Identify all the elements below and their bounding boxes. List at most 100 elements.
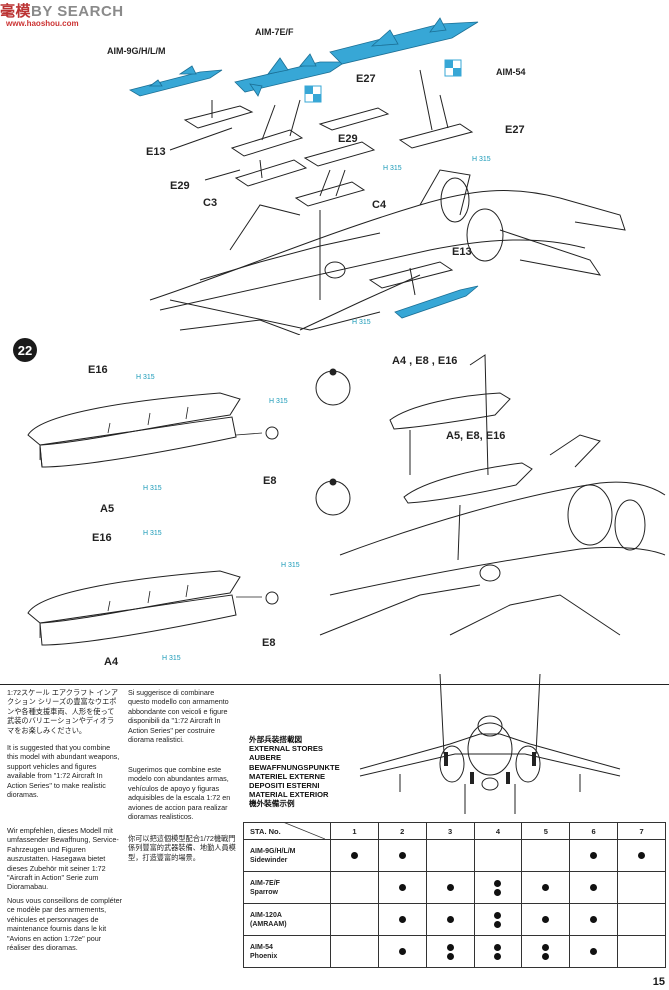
fuselage-lower-line [159, 239, 586, 311]
station-cell [330, 871, 379, 904]
loadout-dot [542, 943, 550, 951]
loadout-dot [590, 884, 598, 891]
loadout-dot [638, 852, 646, 859]
note-english: It is suggested that you combine this mo… [7, 743, 120, 800]
station-cell [473, 935, 523, 968]
missile-sparrow [234, 61, 347, 93]
engine-nozzle-1 [440, 177, 470, 223]
station-cell [569, 935, 619, 968]
stores-title-en: EXTERNAL STORES [249, 744, 323, 754]
page-number: 15 [652, 976, 665, 988]
wings-front [359, 733, 621, 770]
station-cell [425, 935, 475, 968]
part-e29-left: E29 [170, 180, 190, 192]
part-group-a5: A5, E8, E16 [446, 430, 506, 442]
station-cell [425, 903, 475, 936]
missile-phoenix [329, 21, 479, 65]
station-cell [330, 839, 379, 872]
loadout-dot [398, 884, 406, 891]
station-cell [377, 871, 427, 904]
paint-code-3: H 315 [352, 319, 371, 326]
tank-a4-installed [389, 392, 511, 430]
loadout-dot [494, 888, 502, 896]
loadout-dot [590, 852, 598, 859]
part-a4: A4 [104, 656, 119, 668]
drop-tank-assembly-diagram [27, 392, 279, 646]
tank-upper-half-e16 [27, 392, 241, 446]
part-e13-right: E13 [452, 246, 472, 258]
loadout-dot [494, 920, 502, 928]
station-cell [569, 839, 619, 872]
loadout-dot [590, 916, 598, 923]
stores-title-es: MATERIAL EXTERIOR [249, 790, 329, 800]
station-6-header: 6 [569, 822, 619, 840]
fuselage-outline [149, 190, 561, 301]
step-number-badge: 22 [13, 338, 37, 362]
station-2-header: 2 [377, 822, 427, 840]
pylon-e27-right [398, 123, 474, 149]
station-5-header: 5 [521, 822, 571, 840]
loadout-dot [446, 943, 454, 951]
station-cell [330, 935, 379, 968]
external-stores-titles: 外部兵装搭載図 EXTERNAL STORES AUBERE BEWAFFNUN… [249, 735, 340, 809]
wing-root-line [169, 299, 381, 331]
stores-title-it: DEPOSITI ESTERNI [249, 781, 320, 791]
station-cell [521, 839, 571, 872]
paint-code-6: H 315 [143, 485, 162, 492]
station-cell [617, 839, 666, 872]
note-italian: Si suggerisce di combinare questo modell… [128, 688, 229, 745]
wheel-right [479, 564, 501, 582]
part-c4: C4 [372, 199, 387, 211]
stores-title-de: BEWAFFNUNGSPUNKTE [249, 762, 340, 772]
loadout-dot [494, 879, 502, 887]
note-german: Wir empfehlen, dieses Modell mit umfasse… [7, 826, 119, 892]
pylon-e29-left [230, 129, 304, 157]
tank-cap-e8-2 [265, 591, 279, 605]
section-divider [0, 684, 669, 685]
label-aim9: AIM-9G/H/L/M [107, 46, 166, 56]
intake-right [515, 745, 541, 783]
stores-title-fr: MATERIEL EXTERNE [249, 771, 326, 781]
row-weapon-subname: Phoenix [250, 952, 278, 960]
station-cell [425, 839, 475, 872]
pylon-c4 [294, 181, 366, 207]
row-weapon-name: AIM-120A [250, 911, 282, 919]
paint-code-1: H 315 [383, 165, 402, 172]
part-e8-upper: E8 [263, 475, 277, 487]
note-japanese: 1:72スケール エアクラフト インアクション シリーズの豊富なウエポンや各種支… [7, 688, 119, 735]
part-c3: C3 [203, 197, 218, 209]
engine-nozzle-2 [466, 208, 504, 262]
station-cell [473, 839, 523, 872]
loadout-dot [494, 911, 502, 919]
part-e13-left: E13 [146, 146, 166, 158]
station-cell [377, 839, 427, 872]
station-cell [377, 935, 427, 968]
loadout-dot [494, 952, 502, 960]
station-1-header: 1 [330, 822, 379, 840]
aircraft-front-view [359, 673, 621, 814]
station-3-header: 3 [425, 822, 475, 840]
loadout-dot [446, 952, 454, 960]
loadout-dot [446, 884, 454, 891]
part-group-a4: A4 , E8 , E16 [392, 355, 458, 367]
wing-line [319, 584, 481, 636]
paint-code-4: H 315 [136, 374, 155, 381]
stores-title-zh: 機外裝備示例 [249, 799, 295, 809]
placement-marker-2 [444, 59, 462, 77]
engine-nozzle-right [567, 484, 613, 546]
paint-code-5: H 315 [269, 398, 288, 405]
row-weapon-name: AIM-7E/F [250, 879, 280, 887]
pylon-e27-left [318, 107, 390, 131]
tank-front-view-1 [315, 370, 351, 406]
note-spanish: Sugerimos que combine este modelo con ab… [128, 765, 231, 822]
tank-cap-e8 [265, 426, 279, 440]
loadout-dot [542, 916, 550, 923]
station-cell [521, 871, 571, 904]
wheel-detail [324, 261, 346, 279]
station-4-header: 4 [473, 822, 523, 840]
row-weapon-name: AIM-54 [250, 943, 273, 951]
vertical-tail [549, 434, 601, 468]
missile-sidewinder [128, 69, 223, 97]
